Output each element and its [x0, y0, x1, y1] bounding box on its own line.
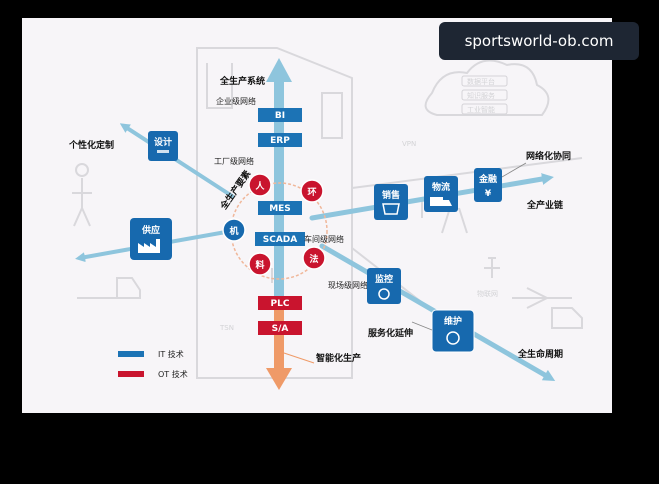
finance-label: 金融: [478, 173, 497, 185]
figure-caption: [120, 440, 520, 474]
plc-box: [258, 296, 302, 310]
element-environment: 环: [307, 187, 316, 198]
diagram-card: VPN 物联网 TSN 数据平台 知识服务 工业智能: [22, 18, 612, 413]
sa-label: S/A: [272, 324, 289, 334]
mes-label: MES: [269, 204, 291, 214]
cloud-platform: 数据平台 知识服务 工业智能: [461, 75, 508, 115]
center-stack: BI ERP MES SCADA PLC S/A: [255, 108, 305, 335]
vertical-arrow: [266, 58, 292, 310]
node-finance: 金融 ¥: [474, 168, 502, 202]
legend-it-swatch: [118, 351, 144, 357]
legend-ot-label: OT 技术: [158, 369, 188, 379]
design-label: 设计: [154, 136, 172, 148]
enterprise-network-label: 企业级网络: [216, 96, 256, 106]
industry-chain-label: 全产业链: [526, 199, 564, 211]
personalized-label: 个性化定制: [68, 139, 114, 151]
element-material: 料: [255, 259, 264, 271]
maintain-label: 维护: [444, 315, 462, 327]
networked-label: 网络化协同: [526, 150, 571, 162]
cloud-item: 工业智能: [467, 105, 495, 114]
node-sales: 销售: [374, 184, 408, 220]
node-design: 设计: [148, 131, 178, 161]
node-supply: 供应: [130, 218, 172, 260]
node-logistics: 物流: [424, 176, 458, 212]
legend: IT 技术 OT 技术: [118, 349, 188, 379]
element-method: 法: [309, 253, 318, 265]
watermark-badge: sportsworld-ob.com: [439, 22, 639, 60]
node-maintain: 维护: [431, 309, 475, 353]
bi-label: BI: [275, 111, 285, 121]
legend-ot-swatch: [118, 371, 144, 377]
supply-label: 供应: [141, 224, 160, 236]
bi-box: [258, 108, 302, 122]
vpn-label: VPN: [402, 140, 416, 148]
smart-production-label: 智能化生产: [316, 352, 361, 364]
production-arrow: [266, 308, 315, 390]
factory-network-label: 工厂级网络: [214, 156, 254, 166]
erp-box: [258, 133, 302, 147]
sa-box: [258, 321, 302, 335]
iot-label: 物联网: [477, 289, 498, 298]
all-production-system-label: 全生产系统: [219, 75, 265, 87]
field-network-label: 现场级网络: [328, 280, 368, 290]
lifecycle-label: 全生命周期: [517, 348, 563, 360]
cloud-item: 知识服务: [467, 91, 495, 100]
plc-label: PLC: [271, 299, 290, 309]
scada-box: [255, 232, 305, 246]
service-label: 服务化延伸: [368, 327, 413, 339]
erp-label: ERP: [270, 136, 290, 146]
element-machine: 机: [229, 225, 238, 237]
monitor-label: 监控: [375, 273, 393, 285]
workshop-network-label: 车间级网络: [304, 234, 344, 244]
element-person: 人: [254, 180, 265, 192]
tsn-label: TSN: [219, 324, 234, 332]
production-elements: 人 机 料 环 法: [222, 173, 326, 276]
yen-icon: ¥: [485, 189, 492, 199]
cloud-item: 数据平台: [467, 77, 495, 86]
node-monitor: 监控: [367, 268, 401, 304]
logistics-label: 物流: [432, 181, 450, 193]
mes-box: [258, 201, 302, 215]
legend-it-label: IT 技术: [158, 349, 184, 359]
industrial-internet-diagram: VPN 物联网 TSN 数据平台 知识服务 工业智能: [68, 47, 583, 390]
sales-label: 销售: [382, 189, 400, 201]
scada-label: SCADA: [263, 235, 298, 245]
